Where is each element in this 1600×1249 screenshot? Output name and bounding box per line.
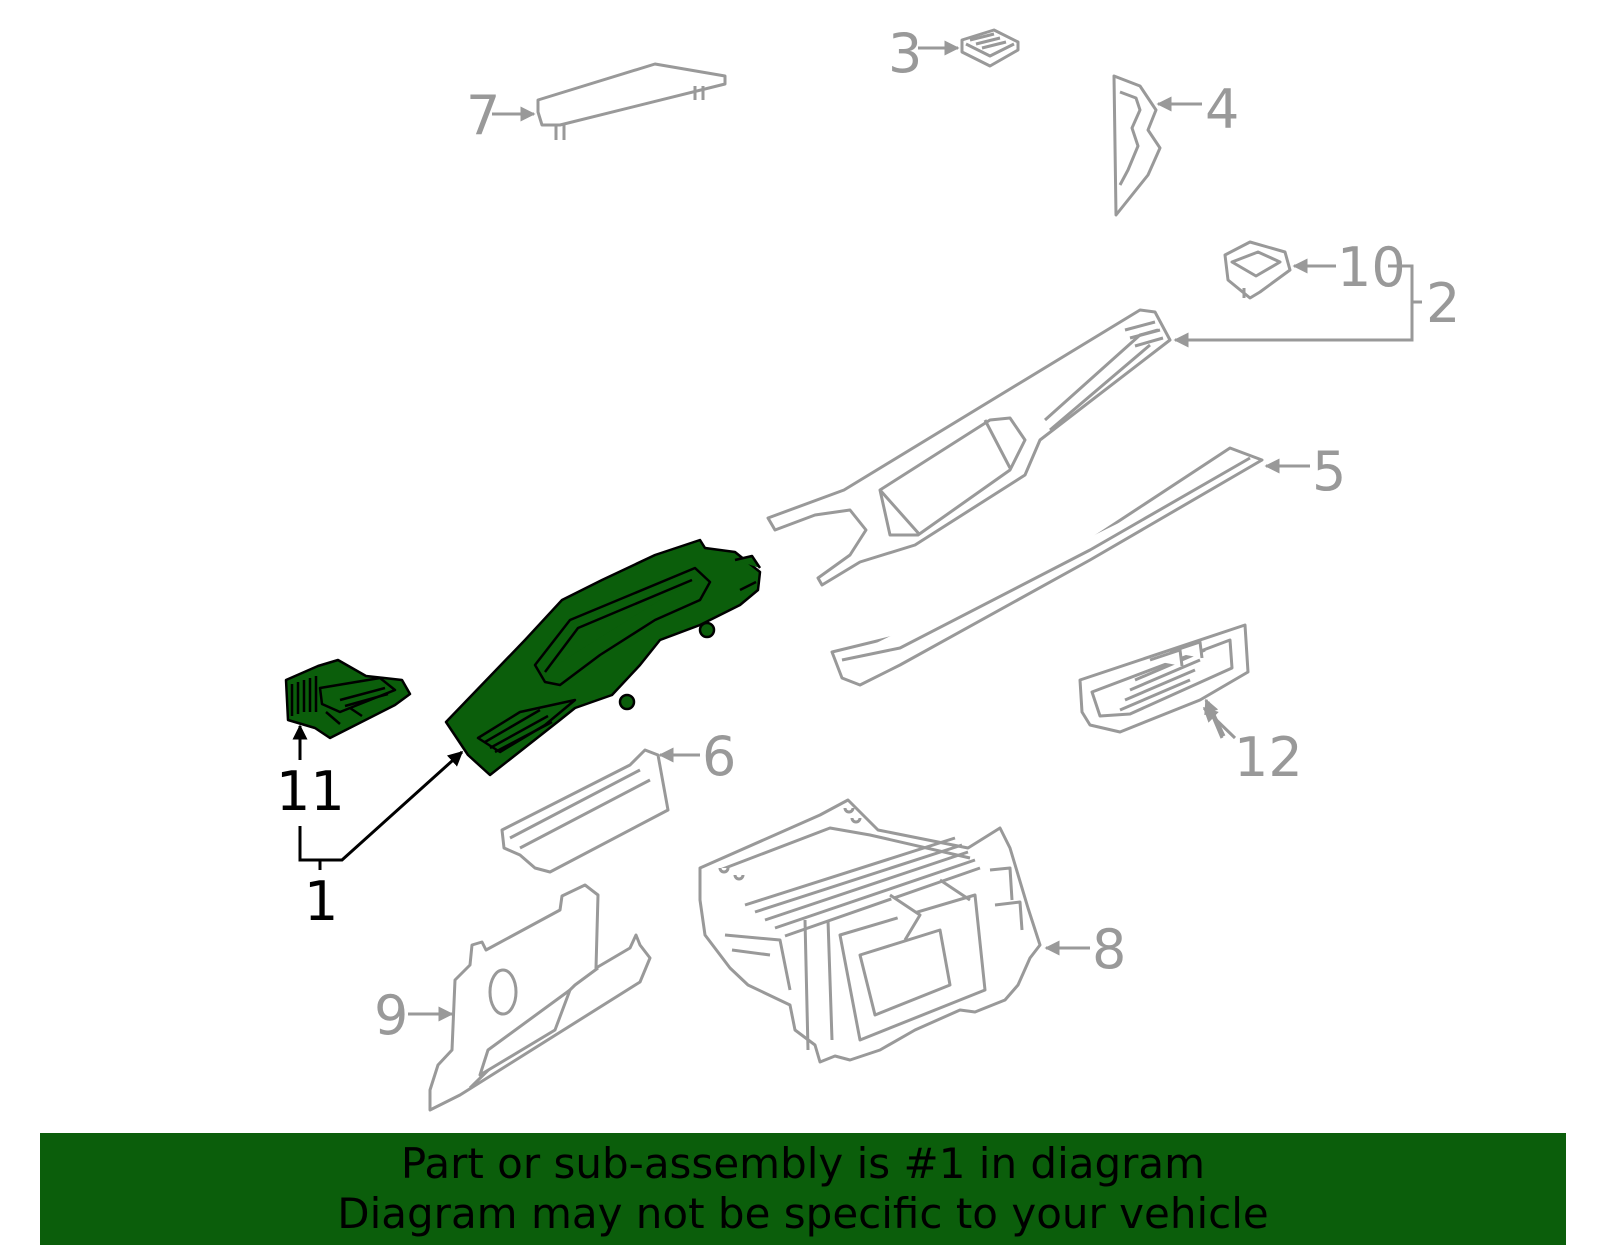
part-9-side-panel xyxy=(428,883,652,1112)
info-banner: Part or sub-assembly is #1 in diagram Di… xyxy=(40,1133,1566,1245)
callout-12: 12 xyxy=(1234,726,1303,789)
part-8-support-frame xyxy=(698,798,1042,1064)
callout-8: 8 xyxy=(1092,918,1126,981)
callout-11: 11 xyxy=(276,760,345,823)
part-10-vent-insert xyxy=(1223,240,1292,300)
banner-line-2: Diagram may not be specific to your vehi… xyxy=(337,1189,1269,1238)
part-12-center-vent xyxy=(1078,623,1250,734)
part-11-vent-assembly xyxy=(284,658,412,740)
part-7-trim-strip xyxy=(536,62,727,140)
callout-9: 9 xyxy=(374,984,408,1047)
leader-lines-black xyxy=(292,724,464,870)
part-1-main-panel xyxy=(444,538,762,777)
part-3-small-vent xyxy=(960,28,1020,68)
part-5-lower-trim-strip xyxy=(830,446,1264,687)
part-6-lower-bracket xyxy=(500,748,670,874)
part-2-upper-trim-panel xyxy=(766,308,1172,587)
callout-6: 6 xyxy=(702,725,736,788)
callout-7: 7 xyxy=(466,84,500,147)
banner-line-1: Part or sub-assembly is #1 in diagram xyxy=(400,1139,1206,1188)
callout-5: 5 xyxy=(1312,440,1346,503)
leader-lines-gray xyxy=(408,40,1422,1022)
callout-3: 3 xyxy=(888,22,922,85)
callout-4: 4 xyxy=(1205,78,1239,141)
callout-1: 1 xyxy=(304,870,338,933)
callout-10: 10 xyxy=(1337,236,1406,299)
part-4-side-cover xyxy=(1112,74,1162,217)
callout-2: 2 xyxy=(1426,272,1460,335)
